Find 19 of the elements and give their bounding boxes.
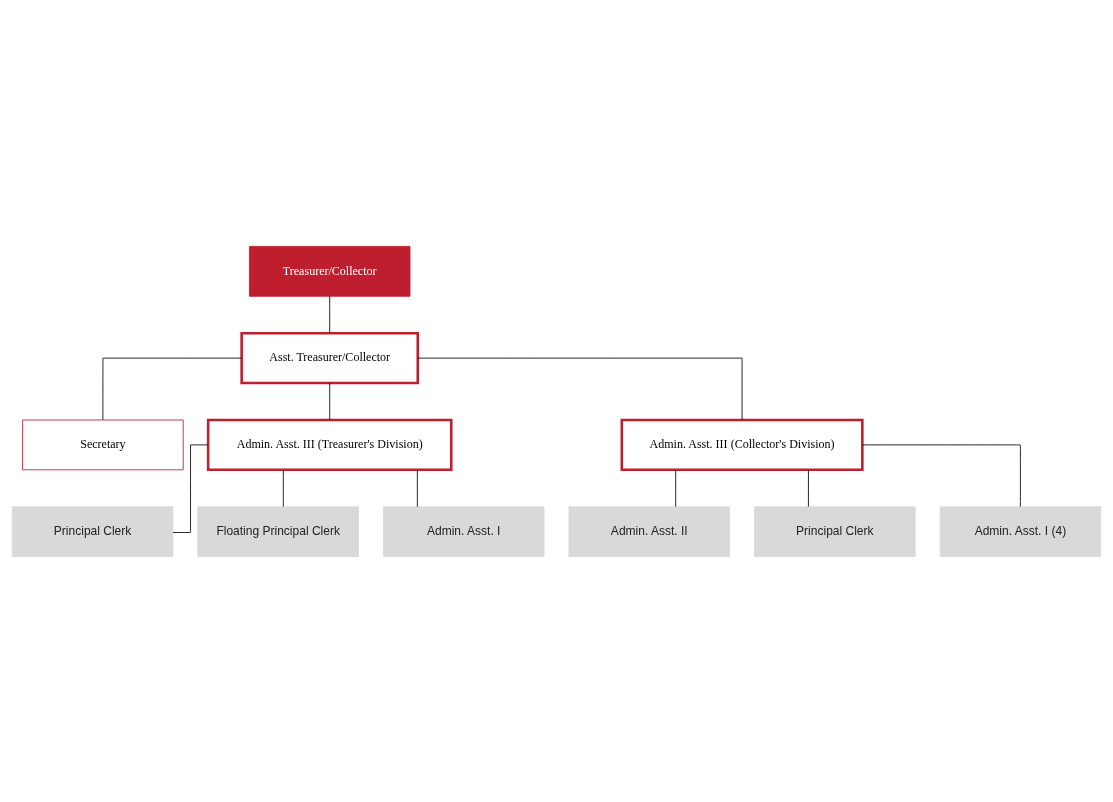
connector <box>675 469 677 507</box>
node-box: Admin. Asst. I <box>382 505 545 557</box>
connector <box>282 469 284 507</box>
node-box: Principal Clerk <box>11 505 174 557</box>
connector <box>862 443 1021 507</box>
node-box: Admin. Asst. II <box>568 505 731 557</box>
connector <box>329 295 331 333</box>
connector <box>172 443 209 533</box>
node-box: Floating Principal Clerk <box>197 505 359 557</box>
connector <box>329 382 331 420</box>
node-box: Admin. Asst. III (Treasurer's Division) <box>206 418 453 471</box>
node-box: Admin. Asst. I (4) <box>939 505 1102 557</box>
connector <box>416 469 418 507</box>
node-box: Treasurer/Collector <box>248 245 411 297</box>
node-box: Admin. Asst. III (Collector's Division) <box>620 418 864 471</box>
connector <box>808 469 809 507</box>
node-box: Asst. Treasurer/Collector <box>240 331 420 384</box>
node-box: Secretary <box>22 419 184 470</box>
node-box: Principal Clerk <box>754 505 916 557</box>
